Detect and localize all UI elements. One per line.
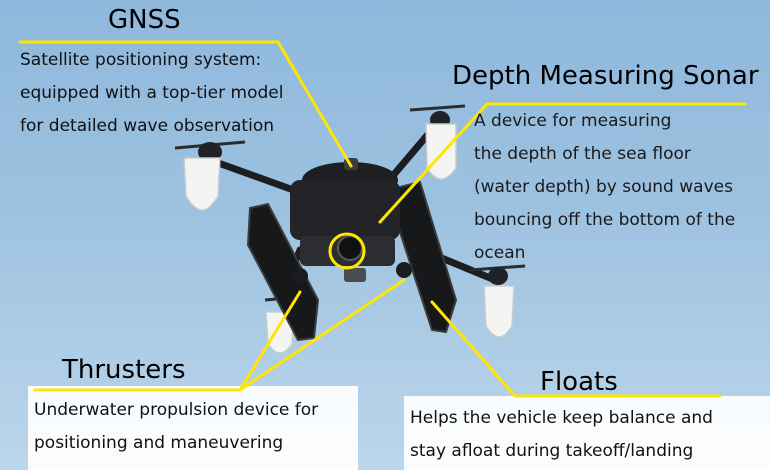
thrusters-title: Thrusters — [62, 355, 186, 385]
thrusters-description: Underwater propulsion device for positio… — [34, 400, 319, 453]
drone-body — [290, 158, 412, 284]
thrusters-label-panel — [28, 386, 358, 470]
sonar-description: A device for measuring the depth of the … — [474, 111, 736, 263]
leader-lines — [18, 40, 747, 398]
sonar-highlight-circle — [328, 232, 366, 270]
side-panels — [246, 180, 458, 342]
floats-label-panel — [404, 396, 770, 470]
floats-title: Floats — [540, 367, 618, 397]
float-pods — [183, 123, 515, 354]
floats-description: Helps the vehicle keep balance and stay … — [410, 408, 713, 461]
sonar-title: Depth Measuring Sonar — [452, 61, 759, 91]
gnss-description: Satellite positioning system: equipped w… — [20, 50, 284, 136]
gnss-title: GNSS — [108, 5, 181, 35]
